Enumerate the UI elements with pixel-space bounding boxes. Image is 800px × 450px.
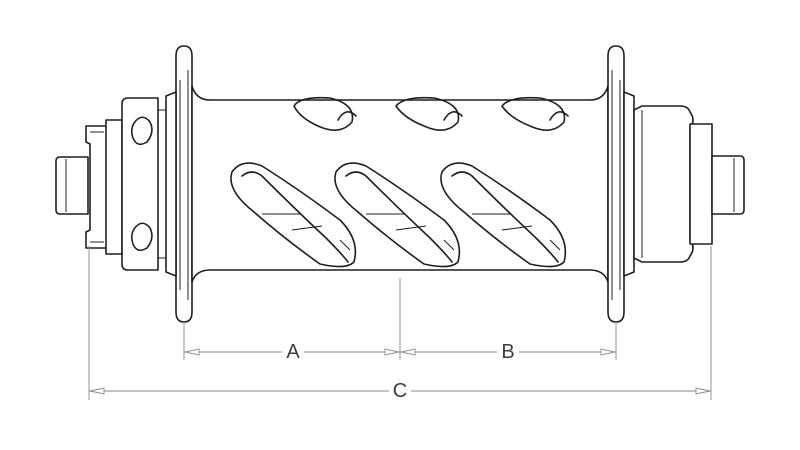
left-bearing-cap (105, 97, 167, 271)
left-axle-end (55, 156, 89, 215)
dimension-lines (88, 246, 712, 400)
right-bearing-cap (633, 105, 745, 263)
dimension-label-a: A (286, 341, 300, 363)
right-flange (607, 45, 635, 323)
dimension-label-c: C (393, 380, 407, 402)
spiral-grooves-top (293, 96, 569, 131)
dimension-label-b: B (501, 341, 514, 363)
left-locknut (85, 125, 109, 249)
left-flange (165, 45, 193, 323)
spiral-slots (230, 162, 567, 268)
dimension-labels: A B C (282, 340, 519, 403)
